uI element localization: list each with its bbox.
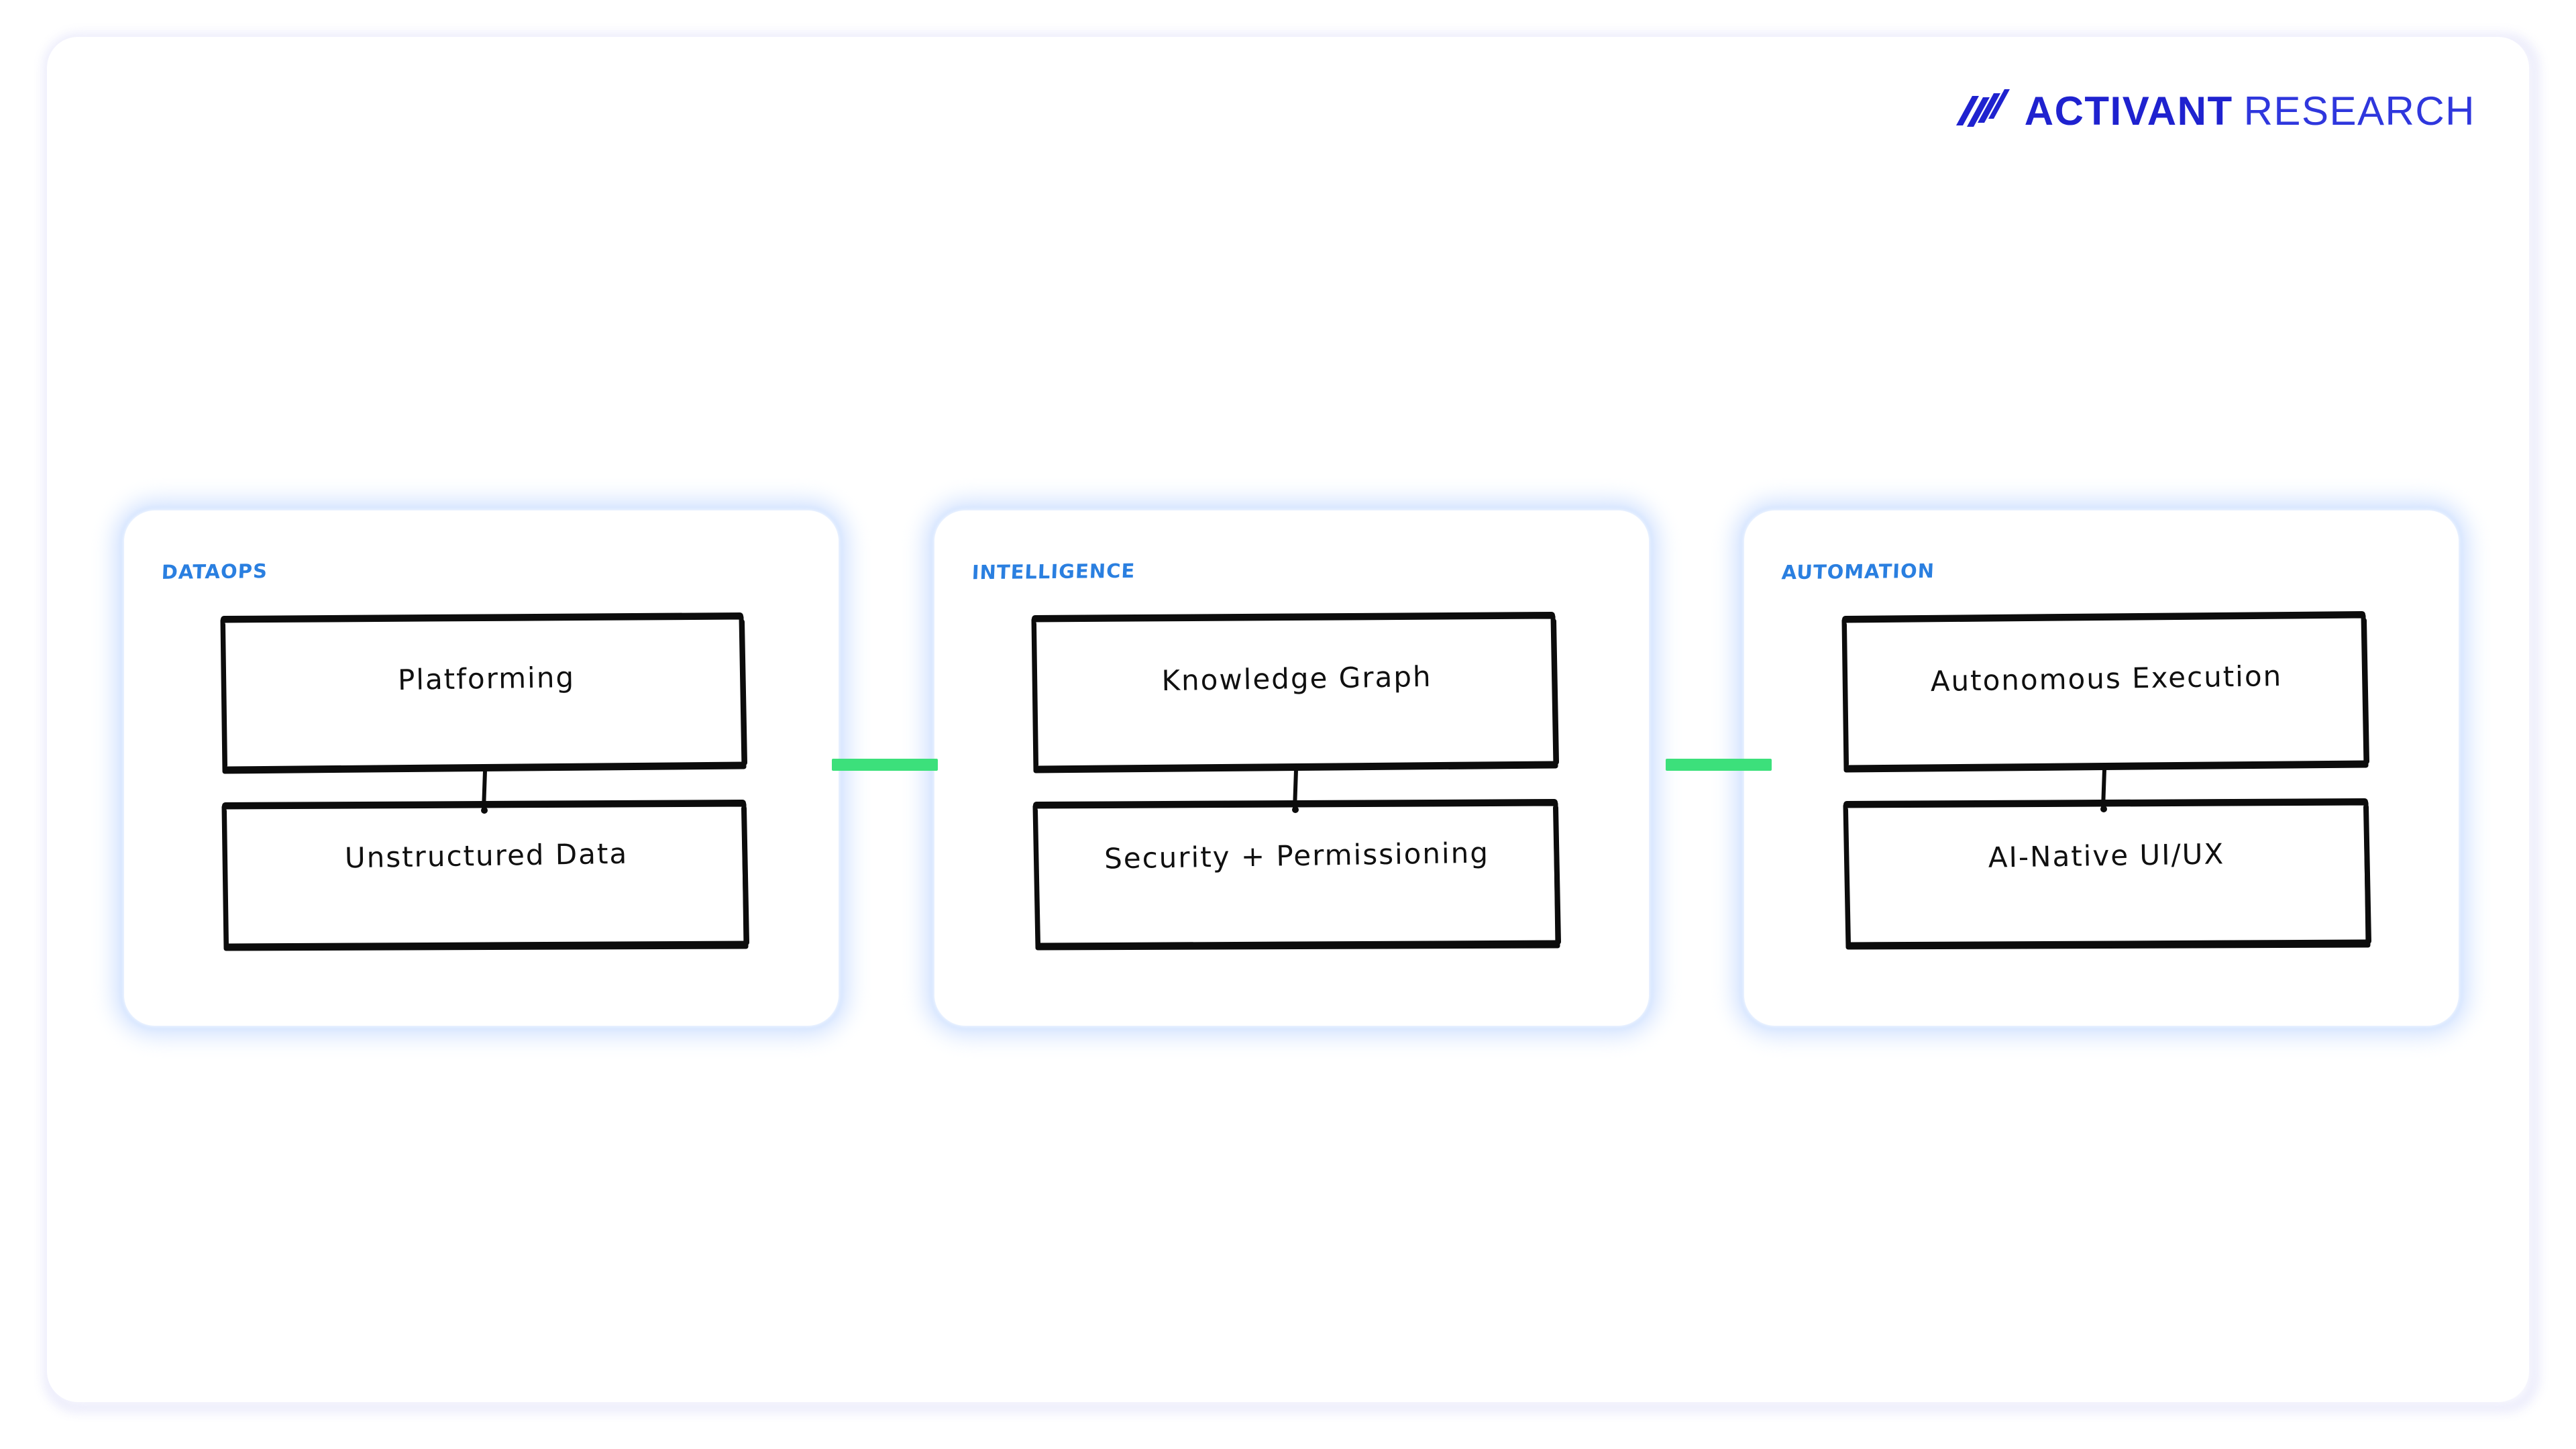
hand-drawn-boxes: [1031, 612, 1561, 951]
brand-name-bold: ACTIVANT: [2024, 89, 2233, 133]
pillar-title-automation: Automation: [1780, 551, 1936, 586]
activant-chevrons-icon: [1955, 89, 2010, 127]
pillar-card-automation[interactable]: Automation: [1744, 511, 2459, 1026]
card-surface: Intelligence: [934, 511, 1649, 1026]
sketch-box-stack: Platforming Unstructured Data: [218, 611, 755, 951]
hand-drawn-boxes: [1841, 611, 2371, 950]
sketch-box-stack: Autonomous Execution AI-Native UI/UX: [1838, 611, 2375, 950]
pillar-card-intelligence[interactable]: Intelligence: [934, 511, 1649, 1026]
card-surface: Automation: [1744, 511, 2459, 1026]
connector-dataops-to-intelligence: [832, 759, 938, 771]
pillar-row: DataOps: [124, 506, 2459, 1030]
hand-drawn-boxes: [220, 612, 749, 951]
brand-name-light: RESEARCH: [2243, 89, 2475, 133]
pillar-title-dataops: DataOps: [160, 551, 269, 586]
pillar-title-intelligence: Intelligence: [971, 551, 1136, 586]
sketch-box-stack: Knowledge Graph Security + Permissioning: [1028, 611, 1565, 951]
connector-intelligence-to-automation: [1666, 759, 1772, 771]
pillar-card-dataops[interactable]: DataOps: [124, 511, 839, 1026]
card-surface: DataOps: [124, 511, 839, 1026]
